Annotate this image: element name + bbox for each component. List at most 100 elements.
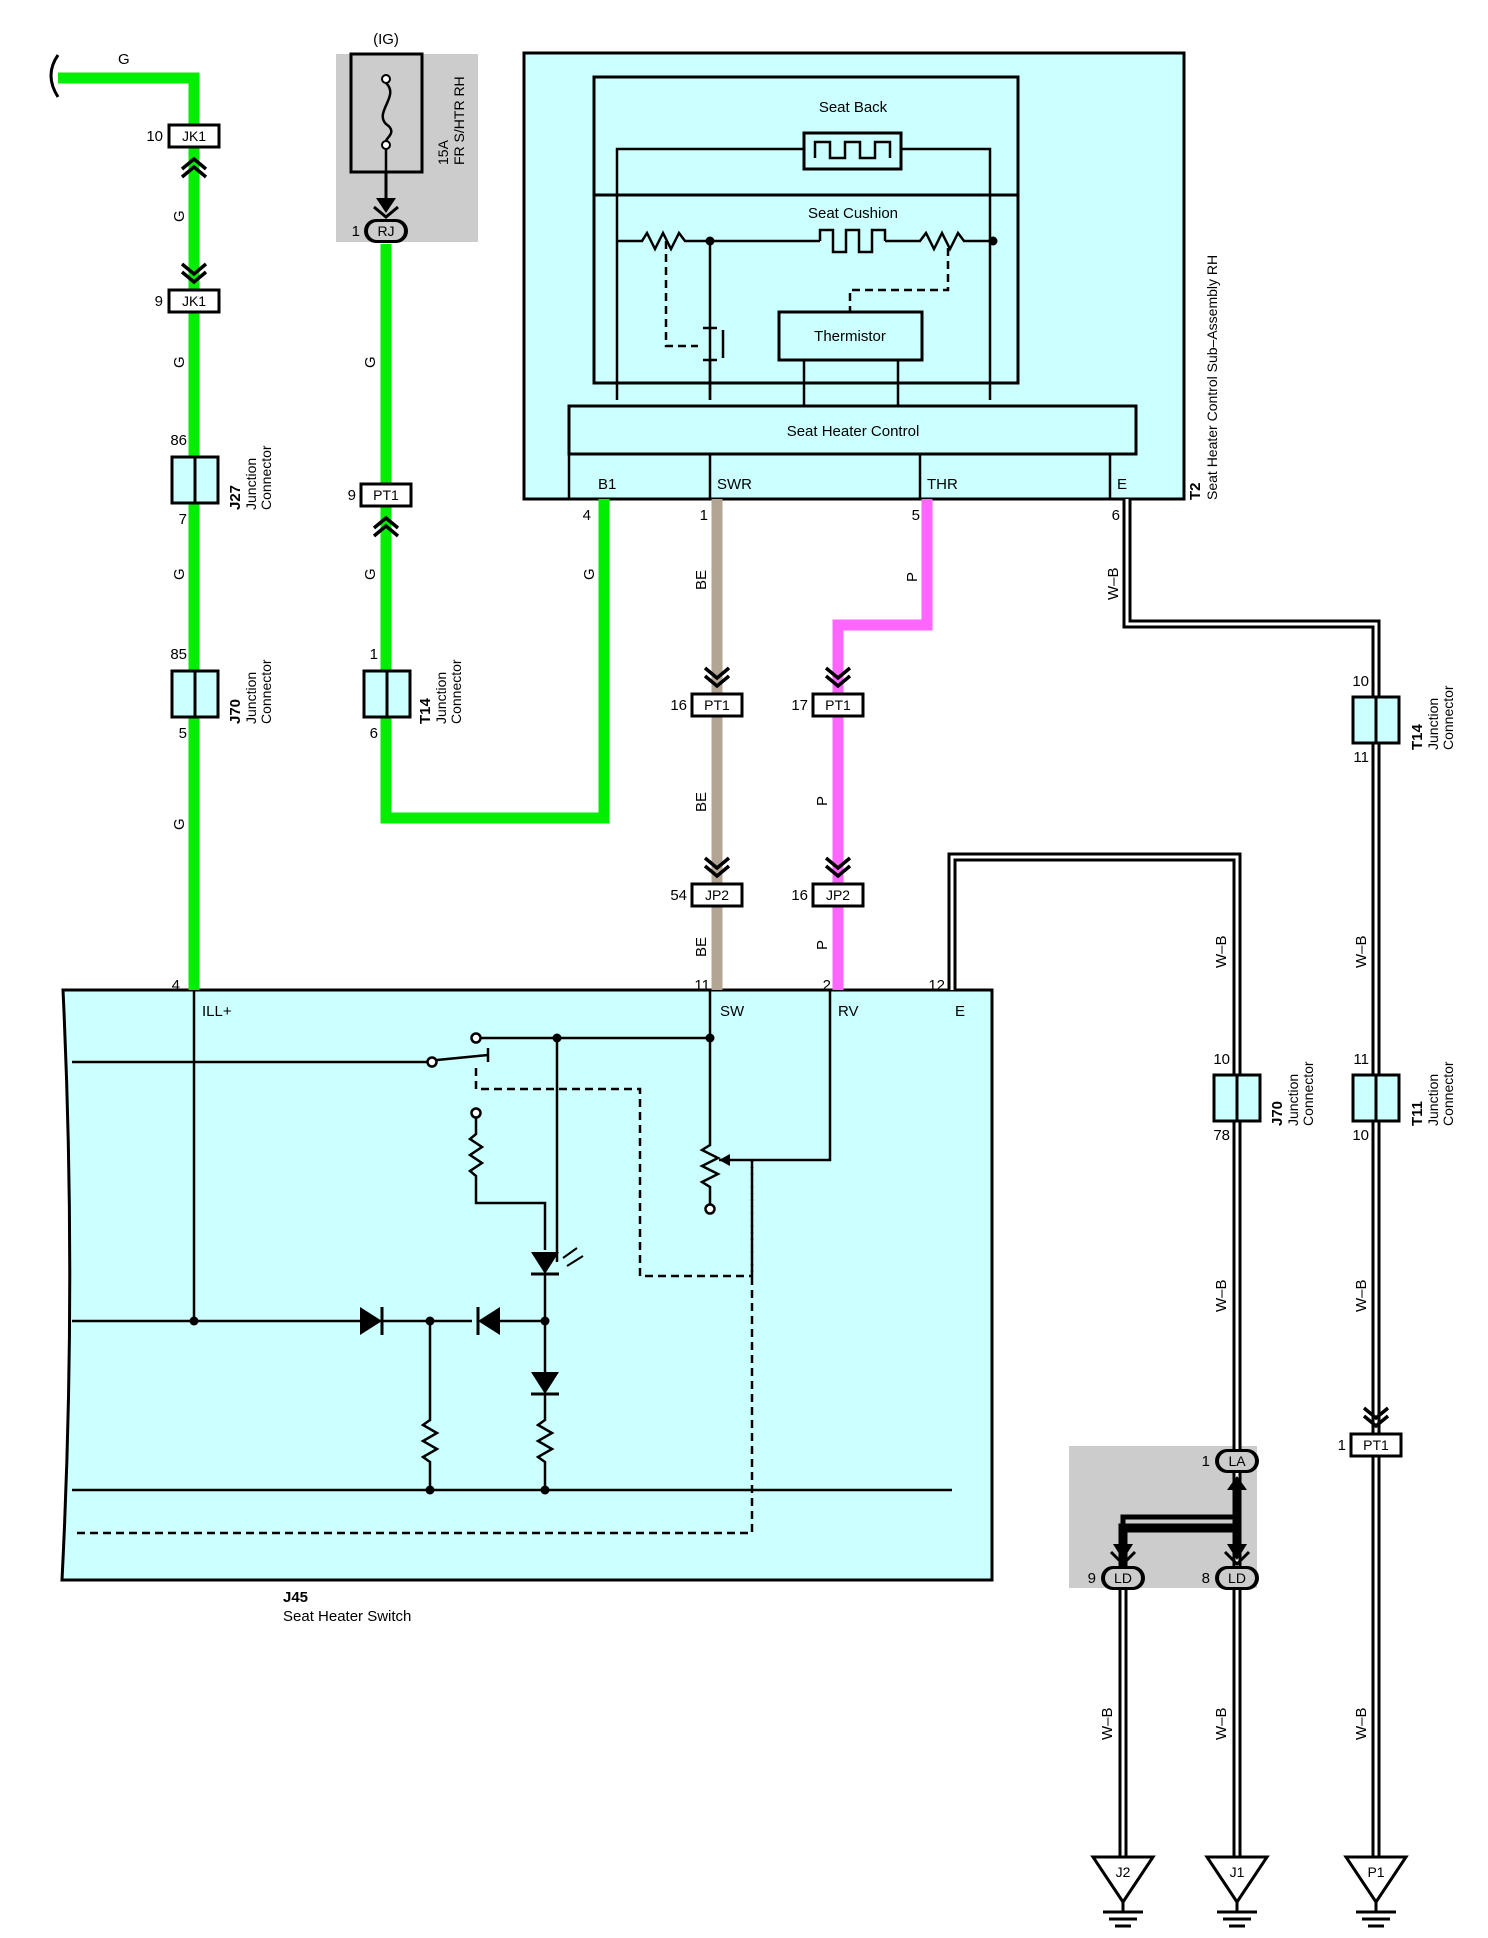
t2-seat-heater-control-subassembly: Seat Heater Control Seat Back Seat Cushi…	[522, 51, 1186, 501]
j45-name: Seat Heater Switch	[283, 1608, 411, 1625]
svg-text:J70: J70	[227, 699, 244, 724]
wire-be: 1 BE BE BE 11	[693, 499, 723, 994]
connector-pt1-1: PT1 1	[1338, 1406, 1403, 1458]
svg-text:Connector: Connector	[258, 659, 274, 724]
fuse-block-background	[336, 54, 478, 242]
wire-label-wb-2: W–B	[1353, 935, 1370, 968]
junction-connector-t14-left: 1 6 T14 Junction Connector	[362, 646, 464, 742]
t2-pin-thr: 5	[912, 507, 920, 524]
wire-label-p-3: P	[814, 940, 831, 950]
wire-label-g-top: G	[118, 51, 130, 68]
wire-label-wb-6: W–B	[1213, 1279, 1230, 1312]
wire-label-be-3: BE	[693, 937, 710, 957]
wire-label-g-6: G	[362, 568, 379, 580]
seat-cushion-label: Seat Cushion	[808, 205, 898, 222]
t2-caption: T2 Seat Heater Control Sub–Assembly RH	[1187, 255, 1220, 500]
svg-text:6: 6	[370, 725, 378, 742]
t2-id: T2	[1187, 482, 1204, 500]
svg-text:10: 10	[1352, 673, 1369, 690]
j45-terminal-sw: SW	[720, 1003, 745, 1020]
svg-text:P1: P1	[1367, 1864, 1384, 1880]
svg-text:Connector: Connector	[1440, 1061, 1456, 1126]
wire-wb-j45-ground: 12 W–B W–B W–B	[928, 852, 1242, 1876]
svg-text:T14: T14	[1409, 723, 1426, 750]
connector-jk1-10: JK1 10	[146, 123, 221, 179]
t2-pin-e: 6	[1112, 507, 1120, 524]
fuse-source: (IG)	[373, 31, 399, 48]
svg-text:10: 10	[146, 128, 163, 145]
fuse-rating: 15A	[435, 139, 451, 165]
wire-label-g-1: G	[171, 210, 188, 222]
connector-ld-8: LD 8	[1202, 1566, 1259, 1590]
svg-text:5: 5	[179, 725, 187, 742]
wire-label-wb-8: W–B	[1099, 1707, 1116, 1740]
svg-text:Junction: Junction	[243, 458, 259, 510]
j45-id: J45	[283, 1589, 308, 1606]
t2-terminal-thr: THR	[927, 476, 958, 493]
svg-text:9: 9	[348, 487, 356, 504]
wire-label-wb-4: W–B	[1353, 1707, 1370, 1740]
connector-jp2-16: JP2 16	[791, 856, 865, 908]
t2-terminal-e: E	[1117, 476, 1127, 493]
svg-text:J2: J2	[1116, 1864, 1131, 1880]
svg-text:J1: J1	[1230, 1864, 1245, 1880]
svg-text:Connector: Connector	[1300, 1061, 1316, 1126]
j45-pin-rv: 2	[823, 977, 831, 994]
svg-text:RJ: RJ	[377, 223, 394, 239]
j45-seat-heater-switch: ILL+ SW RV E	[60, 988, 994, 1625]
j45-pin-e: 12	[928, 977, 945, 994]
svg-text:8: 8	[1202, 1570, 1210, 1587]
svg-text:78: 78	[1213, 1127, 1230, 1144]
svg-text:1: 1	[1202, 1453, 1210, 1470]
svg-text:7: 7	[179, 511, 187, 528]
wire-label-p-1: P	[904, 572, 921, 582]
svg-text:PT1: PT1	[1363, 1437, 1389, 1453]
wire-label-g-7: G	[581, 568, 598, 580]
svg-text:9: 9	[1088, 1570, 1096, 1587]
fuse-fr-s-htr-rh: (IG) 15A FR S/HTR RH	[349, 31, 467, 174]
connector-la: LA 1	[1202, 1449, 1259, 1490]
connector-rj: RJ 1	[352, 198, 408, 243]
svg-text:16: 16	[791, 887, 808, 904]
wire-label-p-2: P	[814, 796, 831, 806]
junction-connector-t11: 11 10 T11 Junction Connector	[1351, 1051, 1456, 1144]
svg-text:17: 17	[791, 697, 808, 714]
junction-connector-j70-right: 10 78 J70 Junction Connector	[1212, 1051, 1316, 1144]
svg-text:Junction: Junction	[433, 672, 449, 724]
t2-terminal-swr: SWR	[717, 476, 752, 493]
svg-text:LD: LD	[1114, 1570, 1132, 1586]
thermistor-icon	[777, 310, 924, 406]
wire-label-wb-5: W–B	[1213, 935, 1230, 968]
connector-pt1-9: PT1 9	[348, 482, 413, 538]
svg-text:11: 11	[1353, 749, 1369, 766]
svg-text:1: 1	[352, 223, 360, 240]
svg-text:LA: LA	[1228, 1453, 1246, 1469]
svg-text:JK1: JK1	[182, 128, 206, 144]
seat-back-label: Seat Back	[819, 99, 888, 116]
connector-ld-9: LD 9	[1088, 1566, 1145, 1590]
wire-green-left: G G G G G 4	[49, 51, 200, 994]
svg-text:J70: J70	[1269, 1101, 1286, 1126]
svg-text:10: 10	[1352, 1127, 1369, 1144]
thermistor-label: Thermistor	[814, 328, 886, 345]
t2-name: Seat Heater Control Sub–Assembly RH	[1204, 255, 1220, 500]
svg-text:Junction: Junction	[1285, 1074, 1301, 1126]
svg-text:9: 9	[155, 293, 163, 310]
connector-pt1-17: PT1 17	[791, 666, 865, 718]
t2-pin-swr: 1	[700, 507, 708, 524]
wire-label-be-1: BE	[693, 570, 710, 590]
j45-terminal-ill: ILL+	[202, 1003, 232, 1020]
ground-j1-icon: J1	[1204, 1855, 1270, 1928]
svg-text:T14: T14	[417, 697, 434, 724]
connector-jp2-54: JP2 54	[670, 856, 744, 908]
wire-label-wb-1: W–B	[1105, 567, 1122, 600]
j45-terminal-rv: RV	[838, 1003, 859, 1020]
connector-pt1-16: PT1 16	[670, 666, 744, 718]
j45-internal-circuit	[72, 990, 952, 1535]
svg-text:Junction: Junction	[243, 672, 259, 724]
junction-connector-j27: 86 7 J27 Junction Connector	[170, 432, 274, 528]
svg-text:Connector: Connector	[258, 445, 274, 510]
seat-back-heater-icon	[615, 131, 992, 400]
ground-splice-lines	[1109, 1490, 1251, 1567]
